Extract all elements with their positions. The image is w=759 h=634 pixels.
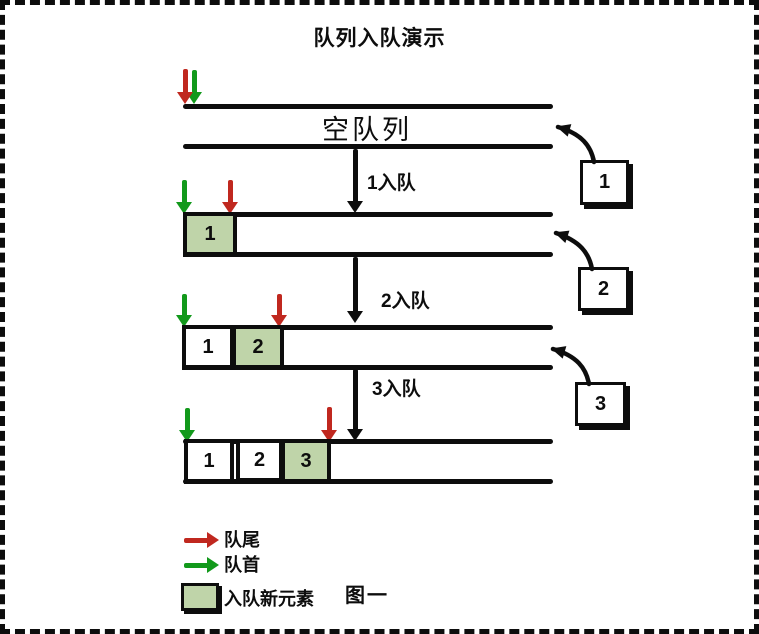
queue-bottom-line: [183, 144, 553, 149]
queue-element: 1: [183, 212, 237, 257]
legend-label-tail: 队尾: [224, 530, 260, 550]
curved-arrow-icon: [555, 124, 597, 165]
incoming-value-box: 1: [580, 160, 629, 205]
head-arrow-icon: [176, 180, 193, 214]
step-label: 2入队: [381, 291, 430, 312]
curved-arrows-layer: [550, 124, 597, 387]
enqueue-step-arrow-icon: [347, 369, 364, 441]
queue-bottom-line: [183, 252, 553, 257]
queue-top-line: [183, 212, 553, 217]
queue-element: 1: [184, 439, 234, 484]
tail-arrow-icon: [177, 69, 194, 104]
figure-caption: 图一: [345, 585, 389, 607]
head-arrow-legend-icon: [184, 557, 219, 574]
enqueue-step-arrow-icon: [347, 257, 364, 323]
queue-element: 2: [232, 325, 284, 370]
tail-arrow-icon: [271, 294, 288, 327]
queue-bottom-line: [183, 365, 553, 370]
queue-top-line: [183, 439, 553, 444]
queue-top-line: [183, 104, 553, 109]
tail-arrow-icon: [321, 407, 338, 442]
tail-arrow-legend-icon: [184, 532, 219, 549]
legend-label-new-element: 入队新元素: [224, 589, 314, 609]
empty-queue-label: 空队列: [322, 115, 412, 145]
legend-label-head: 队首: [224, 555, 260, 575]
queue-element: 1: [182, 325, 234, 370]
diagram-title: 队列入队演示: [313, 27, 446, 50]
curved-arrow-icon: [550, 346, 592, 387]
queue-bottom-line: [183, 479, 553, 484]
new-element-legend-swatch: [181, 583, 219, 611]
step-label: 3入队: [372, 379, 421, 400]
head-arrow-icon: [179, 408, 196, 442]
incoming-value-box: 2: [578, 267, 629, 311]
step-label: 1入队: [367, 173, 416, 194]
queue-element: 3: [281, 439, 331, 484]
queue-top-line: [183, 325, 553, 330]
head-arrow-icon: [176, 294, 193, 327]
curved-arrow-icon: [553, 230, 595, 272]
enqueue-step-arrow-icon: [347, 149, 364, 213]
tail-arrow-icon: [222, 180, 239, 214]
incoming-value-box: 3: [575, 382, 626, 426]
queue-element: 2: [236, 439, 283, 482]
